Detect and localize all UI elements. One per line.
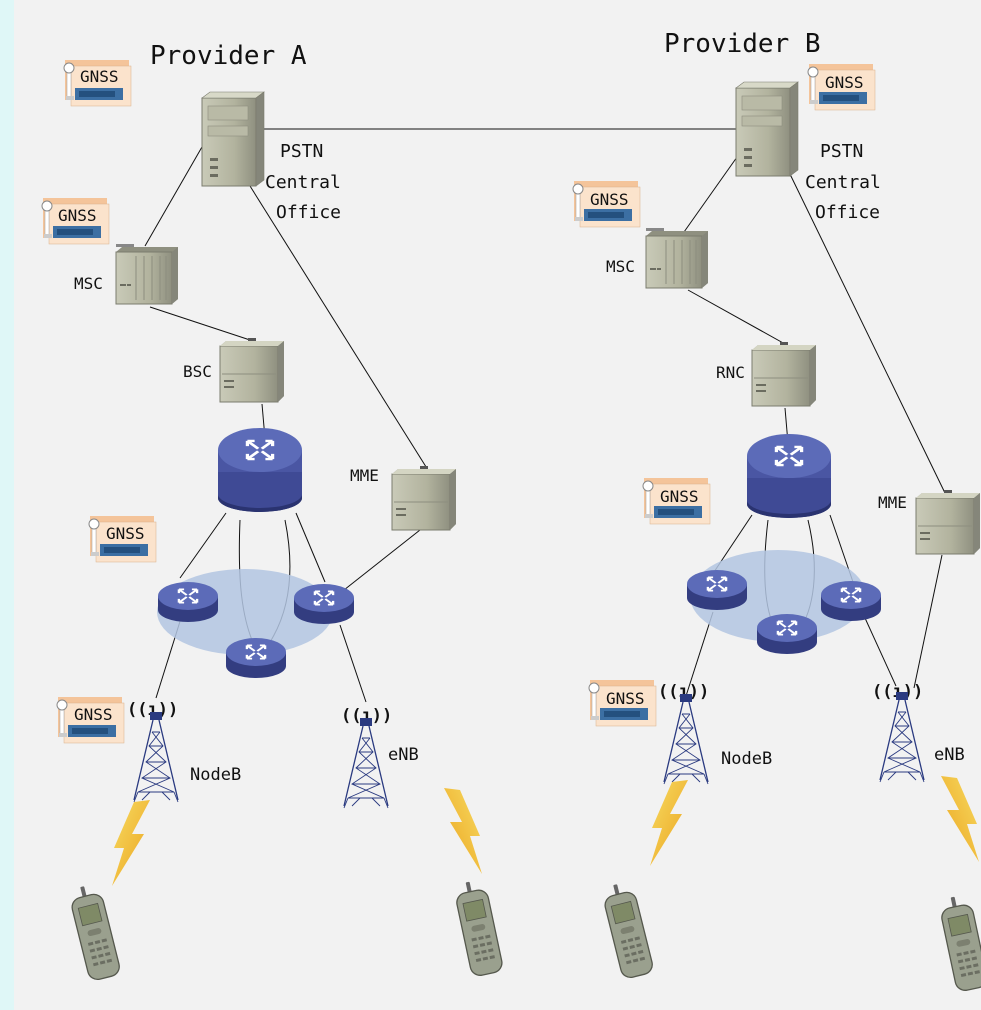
- enb-a-label: eNB: [388, 745, 419, 765]
- signal-waves-icon: ((ı)): [341, 706, 392, 726]
- mme-a-icon: [391, 465, 457, 531]
- mme-b-icon: [915, 489, 981, 555]
- link-pstn-b-msc-b: [683, 149, 743, 233]
- link-mme-a-r3: [343, 529, 421, 591]
- pstn-b-line1: PSTN: [820, 141, 863, 162]
- gnss-label: GNSS: [80, 67, 119, 86]
- link-msc-b-rnc-b: [687, 289, 786, 345]
- msc-a-icon: [115, 243, 179, 305]
- mme-b-label: MME: [878, 493, 907, 512]
- link-core-a-r3: [295, 512, 326, 583]
- nodeb-b-label: NodeB: [721, 749, 772, 769]
- core-router-a-icon: [218, 428, 302, 512]
- link-r3-enb-a: [339, 624, 367, 703]
- link-msc-a-bsc-a: [149, 306, 251, 341]
- nodeb-a-label: NodeB: [190, 765, 241, 785]
- router-a2-icon: [226, 638, 286, 678]
- provider-b-title: Provider B: [664, 29, 821, 59]
- link-pstn-a-msc-a: [144, 139, 207, 247]
- bsc-a-icon: [219, 337, 285, 403]
- link-r3-enb-b: [864, 617, 897, 687]
- core-router-b-icon: [747, 434, 831, 518]
- router-b2-icon: [757, 614, 817, 654]
- pstn-b-line3: Office: [815, 202, 880, 223]
- signal-waves-icon: ((ı)): [658, 682, 709, 702]
- pstn-a-line2: Central: [265, 172, 341, 193]
- enb-b-label: eNB: [934, 745, 965, 765]
- pstn-server-a-icon: [201, 91, 265, 187]
- gnss-label: GNSS: [660, 487, 699, 506]
- signal-waves-icon: ((ı)): [127, 700, 178, 720]
- msc-b-label: MSC: [606, 257, 635, 276]
- link-mme-b-enb-b: [913, 554, 943, 689]
- router-a1-icon: [158, 582, 218, 622]
- gnss-label: GNSS: [74, 705, 113, 724]
- link-pstn-b-mme-b: [787, 169, 946, 494]
- link-r1-nodeb-b: [685, 611, 714, 697]
- gnss-label: GNSS: [825, 73, 864, 92]
- pstn-server-b-icon: [735, 81, 799, 177]
- gnss-label: GNSS: [606, 689, 645, 708]
- gnss-label: GNSS: [58, 206, 97, 225]
- router-a3-icon: [294, 584, 354, 624]
- rnc-b-icon: [751, 341, 817, 407]
- left-strip: [0, 0, 14, 1010]
- pstn-a-line3: Office: [276, 202, 341, 223]
- msc-a-label: MSC: [74, 274, 103, 293]
- link-pstn-a-mme-a: [249, 185, 429, 471]
- gnss-label: GNSS: [106, 524, 145, 543]
- gnss-label: GNSS: [590, 190, 629, 209]
- router-b1-icon: [687, 570, 747, 610]
- mme-a-label: MME: [350, 466, 379, 485]
- provider-a: Provider A GNSS PSTN Central Office GNSS…: [41, 41, 505, 983]
- msc-b-icon: [645, 227, 709, 289]
- bsc-a-label: BSC: [183, 362, 212, 381]
- provider-b: Provider B GNSS PSTN Central Office GNSS…: [572, 29, 981, 993]
- pstn-b-line2: Central: [805, 172, 881, 193]
- link-core-a-r1: [179, 512, 227, 579]
- provider-a-title: Provider A: [150, 41, 307, 71]
- pstn-a-line1: PSTN: [280, 141, 323, 162]
- router-b3-icon: [821, 581, 881, 621]
- rnc-b-label: RNC: [716, 363, 745, 382]
